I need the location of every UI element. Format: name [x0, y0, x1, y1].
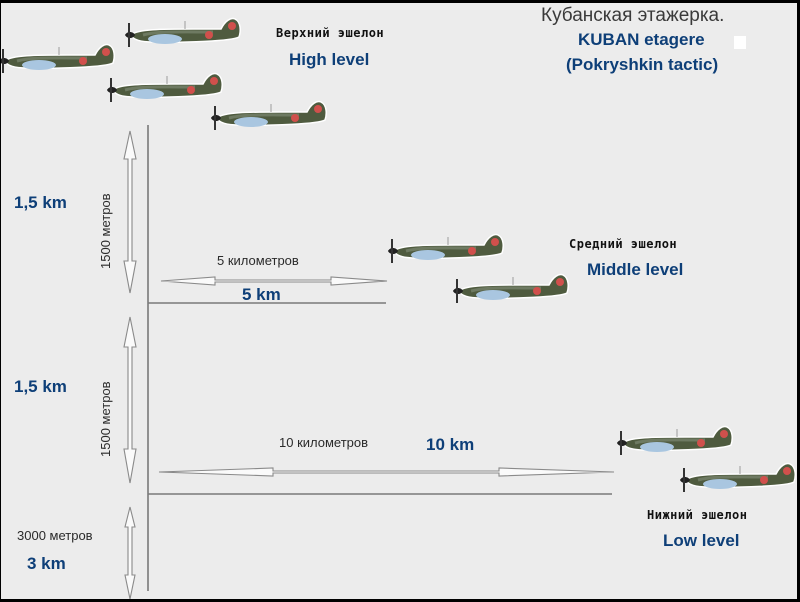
middle-level-label-russian: Средний эшелон: [569, 237, 678, 251]
aircraft-high-3: [105, 71, 224, 104]
horizontal-separation-2-english: 10 km: [426, 435, 475, 454]
diagram-lines: [1, 16, 797, 599]
title-russian: Кубанская этажерка.: [541, 5, 725, 26]
aircraft-middle-2: [451, 272, 570, 305]
aircraft-high-4: [209, 99, 328, 132]
aircraft-high-1: [1, 42, 116, 75]
vertical-separation-3-english: 3 km: [27, 554, 66, 573]
aircraft-low-1: [615, 424, 734, 457]
highlight-mark: [734, 36, 746, 49]
vertical-separation-2-russian: 1500 метров: [98, 381, 113, 457]
horizontal-separation-1-russian: 5 километров: [217, 253, 299, 268]
horizontal-separation-1-english: 5 km: [242, 285, 281, 304]
diagram-canvas: Кубанская этажерка. KUBAN etagere (Pokry…: [1, 3, 797, 599]
title-english-subtitle: (Pokryshkin tactic): [566, 55, 719, 74]
aircraft-low-2: [678, 461, 797, 494]
vertical-separation-1-russian: 1500 метров: [98, 193, 113, 269]
high-level-label-russian: Верхний эшелон: [276, 26, 385, 40]
vertical-separation-3-russian: 3000 метров: [17, 528, 93, 543]
horizontal-arrow-10km: [158, 467, 615, 477]
vertical-arrow-2: [123, 316, 137, 484]
vertical-separation-1-english: 1,5 km: [14, 193, 67, 212]
vertical-arrow-3: [124, 506, 136, 599]
horizontal-separation-2-russian: 10 километров: [279, 435, 369, 450]
high-level-label-english: High level: [289, 50, 370, 69]
low-level-label-english: Low level: [663, 531, 740, 550]
middle-level-label-english: Middle level: [587, 260, 684, 279]
vertical-arrow-1: [123, 130, 137, 294]
low-level-label-russian: Нижний эшелон: [647, 508, 748, 522]
aircraft-high-2: [123, 16, 242, 49]
horizontal-arrow-5km: [160, 276, 388, 286]
vertical-separation-2-english: 1,5 km: [14, 377, 67, 396]
title-english: KUBAN etagere: [578, 30, 705, 49]
aircraft-middle-1: [386, 232, 505, 265]
